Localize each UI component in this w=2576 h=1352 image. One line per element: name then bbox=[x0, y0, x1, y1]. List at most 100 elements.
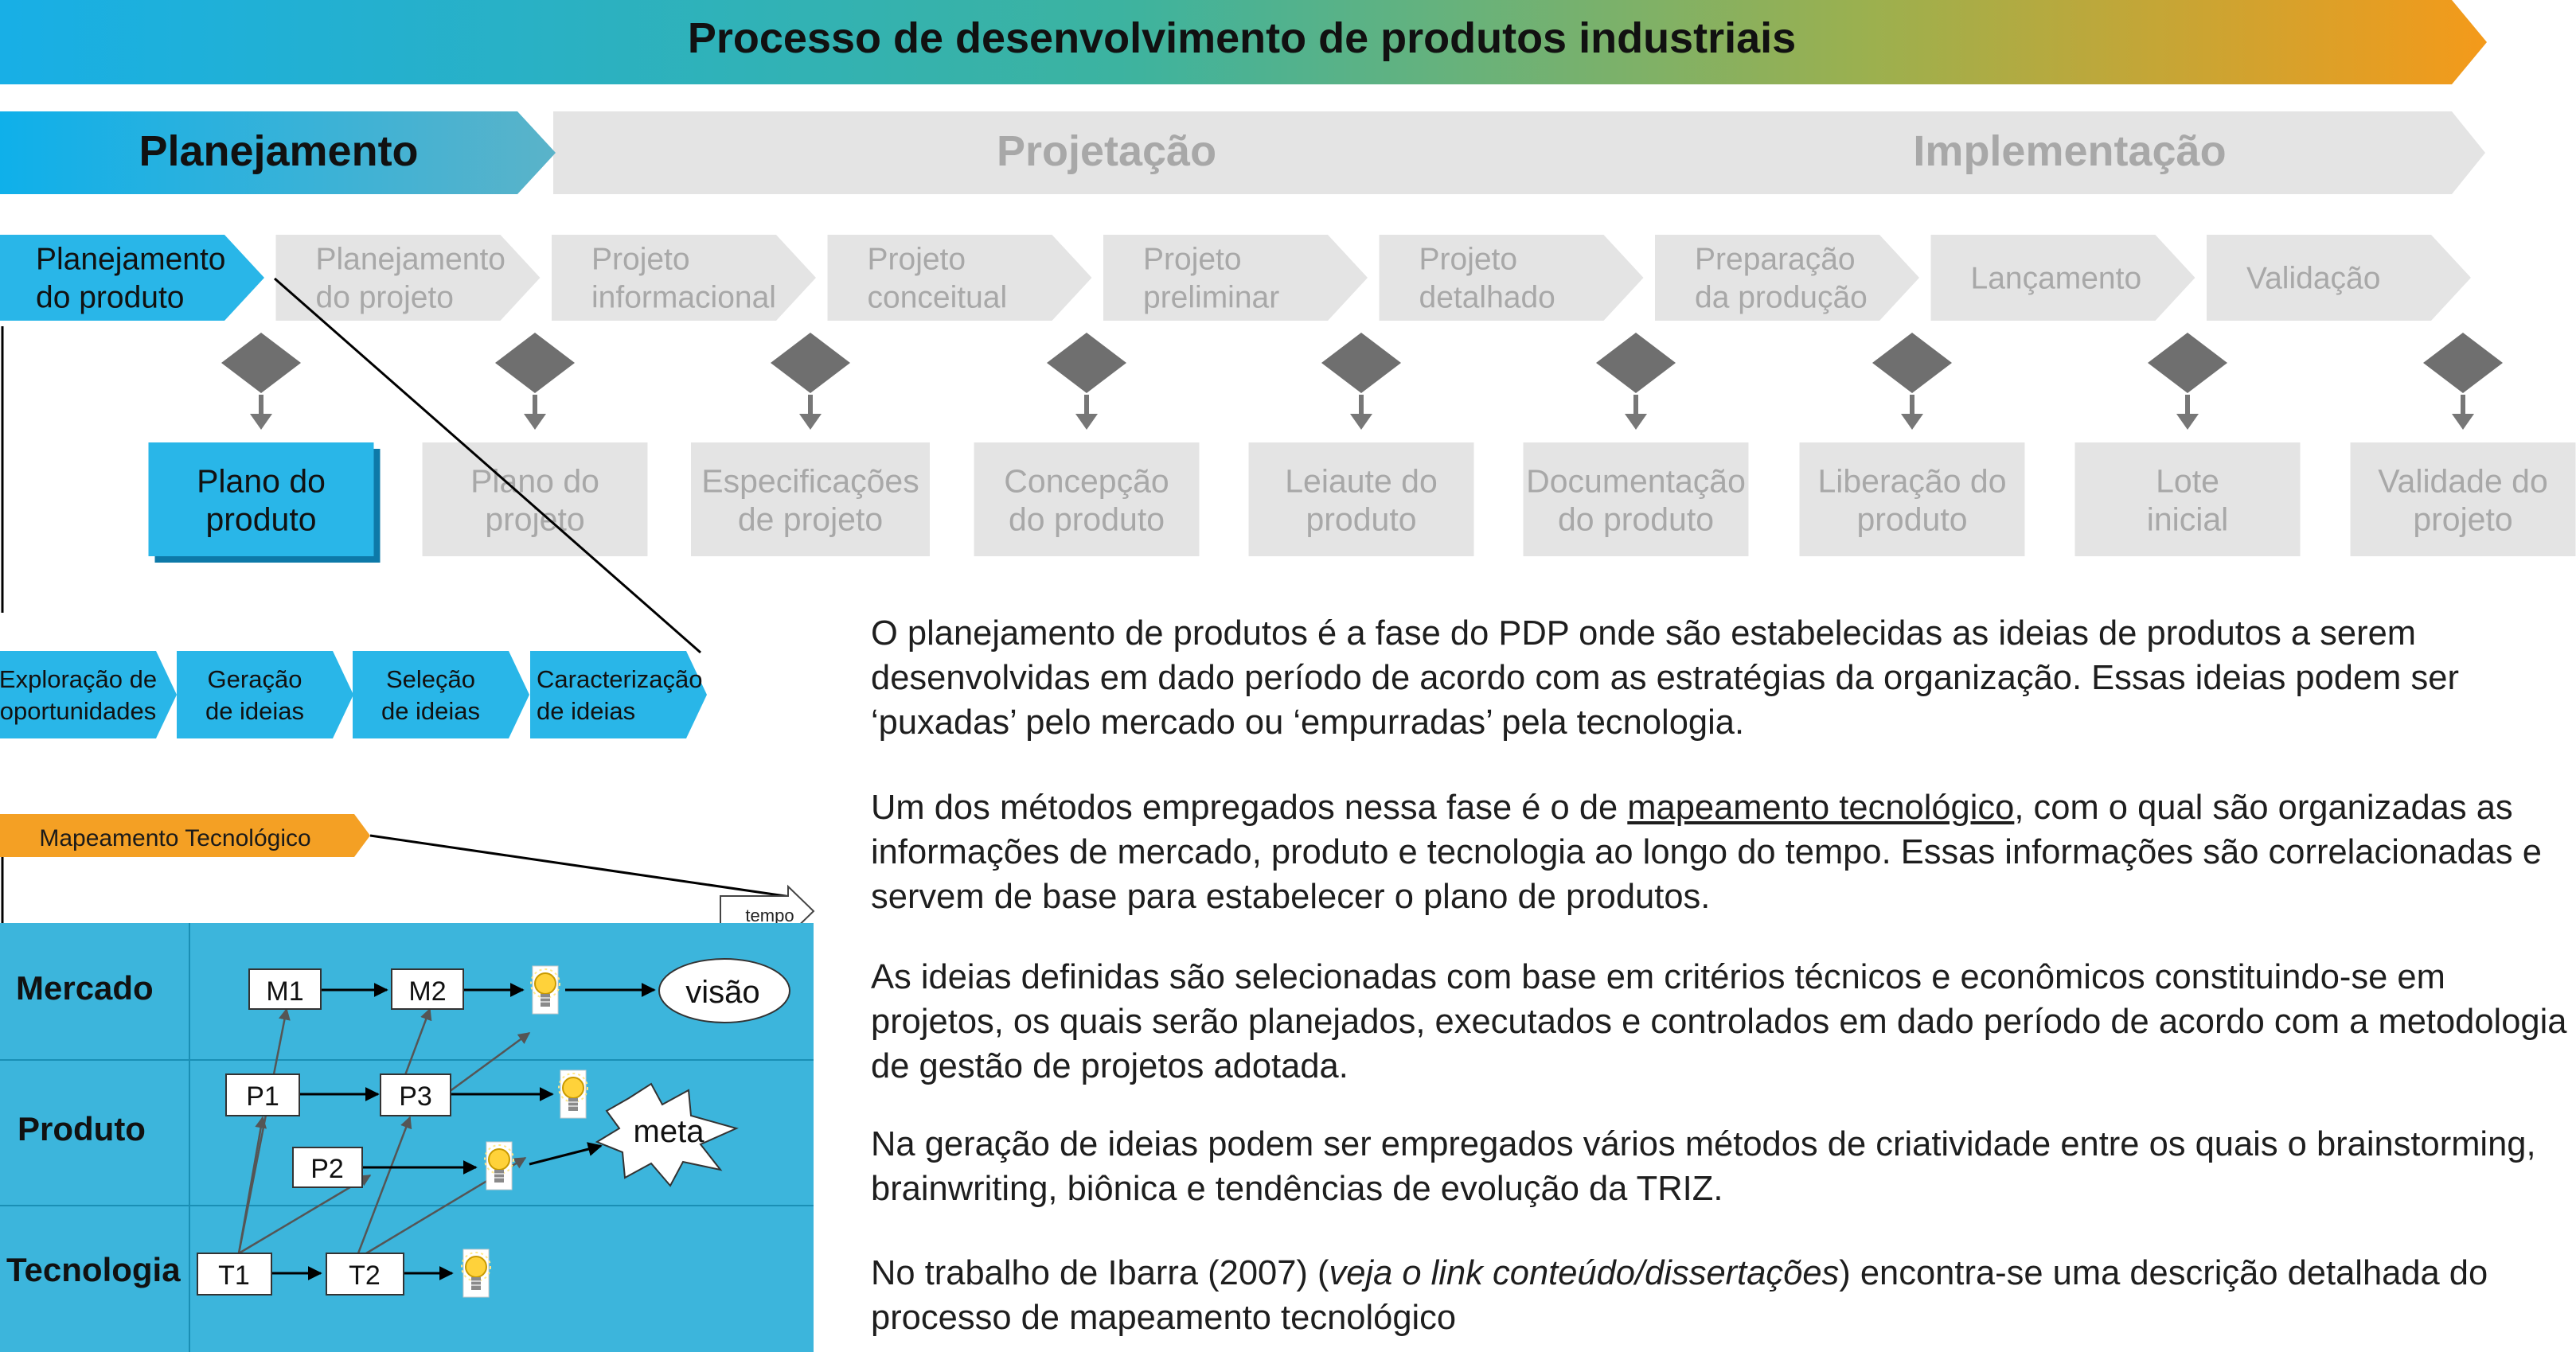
goal-star bbox=[595, 1082, 739, 1187]
label-line: Preparação bbox=[1695, 243, 1856, 277]
vision-label: visão bbox=[685, 975, 759, 1010]
node-m2: M2 bbox=[391, 968, 464, 1010]
label-line: conceitual bbox=[868, 281, 1008, 315]
svg-text:T2: T2 bbox=[349, 1260, 381, 1291]
output-box bbox=[2074, 442, 2301, 556]
label-line: oportunidades bbox=[0, 697, 156, 725]
label-line: Validação bbox=[2246, 262, 2380, 296]
down-arrow-head bbox=[2176, 414, 2199, 430]
paragraph-5-b: ) encontra-se uma descrição detalhada do… bbox=[871, 1254, 2488, 1337]
label-line: Projeto bbox=[591, 243, 690, 277]
label-line: Projeto bbox=[868, 243, 966, 277]
decision-diamond bbox=[2423, 333, 2503, 393]
phase-7: Preparação da produção bbox=[1655, 235, 1919, 321]
phase-chevron bbox=[1379, 235, 1644, 321]
node-t2: T2 bbox=[326, 1253, 404, 1296]
label-line: Geração bbox=[208, 665, 302, 693]
label-line: Especificações bbox=[701, 462, 919, 499]
phase-chevron bbox=[1655, 235, 1919, 321]
output-box bbox=[1248, 442, 1474, 556]
paragraph-2: Um dos métodos empregados nessa fase é o… bbox=[871, 785, 2574, 919]
paragraph-3: As ideias definidas são selecionadas com… bbox=[871, 958, 2567, 1085]
phase-chevron bbox=[827, 235, 1092, 321]
phase-chevron bbox=[275, 235, 541, 321]
macro-phase-projetacao bbox=[553, 111, 1688, 194]
roadmap-row-mercado: Mercado bbox=[16, 969, 154, 1007]
sub-step-chevron bbox=[177, 651, 353, 738]
decision-diamond bbox=[495, 333, 575, 393]
decision-diamond bbox=[1047, 333, 1126, 393]
label-line: da produção bbox=[1695, 281, 1868, 315]
phase-chevron bbox=[1103, 235, 1368, 321]
phase-4: Projeto conceitual bbox=[827, 235, 1092, 321]
label-line: inicial bbox=[2147, 501, 2229, 537]
decision-diamond bbox=[2148, 333, 2227, 393]
title-banner bbox=[0, 0, 2487, 84]
goal-label: meta bbox=[634, 1114, 705, 1149]
output-box bbox=[1799, 442, 2025, 556]
node-m1: M1 bbox=[248, 968, 322, 1010]
label-line: produto bbox=[1856, 501, 1967, 537]
label-line: de ideias bbox=[537, 697, 635, 725]
label-line: Seleção bbox=[386, 665, 475, 693]
svg-text:M1: M1 bbox=[266, 976, 303, 1007]
output-box bbox=[148, 442, 374, 556]
decision-diamond bbox=[771, 333, 850, 393]
lightbulb-icon bbox=[461, 1249, 491, 1298]
label-line: Validade do bbox=[2378, 462, 2548, 499]
label-line: Concepção bbox=[1004, 462, 1169, 499]
phase-chevron bbox=[0, 235, 264, 321]
label-line: Exploração de bbox=[0, 665, 157, 693]
dissertacoes-link-hint: veja o link conteúdo/dissertações bbox=[1329, 1254, 1840, 1292]
label-line: Leiaute do bbox=[1285, 462, 1438, 499]
output-box bbox=[974, 442, 1200, 556]
down-arrow-head bbox=[799, 414, 822, 430]
node-p1: P1 bbox=[225, 1073, 300, 1116]
decision-diamond bbox=[1872, 333, 1952, 393]
label-line: informacional bbox=[591, 281, 776, 315]
label-line: de ideias bbox=[205, 697, 304, 725]
label-line: Documentação bbox=[1526, 462, 1746, 499]
lightbulb-icon bbox=[484, 1141, 514, 1190]
svg-text:P2: P2 bbox=[310, 1154, 344, 1184]
decision-diamond bbox=[1321, 333, 1401, 393]
phase-9: Validação bbox=[2207, 235, 2471, 321]
label-line: Planejamento bbox=[316, 243, 506, 277]
output-box bbox=[691, 442, 930, 556]
down-arrow-head bbox=[250, 414, 272, 430]
zoom-line-roadmap bbox=[369, 834, 797, 899]
decision-diamond bbox=[221, 333, 301, 393]
label-line: do produto bbox=[1009, 501, 1165, 537]
macro-phase-label-implementacao: Implementação bbox=[1913, 127, 2226, 175]
macro-phase-implementacao bbox=[1654, 111, 2485, 194]
down-arrow-head bbox=[1901, 414, 1923, 430]
label-line: Planejamento bbox=[36, 243, 226, 277]
macro-phase-label-projetacao: Projetação bbox=[997, 127, 1216, 175]
label-line: produto bbox=[205, 501, 316, 537]
lightbulb-icon bbox=[530, 965, 560, 1015]
paragraph-2-a: Um dos métodos empregados nessa fase é o… bbox=[871, 789, 1628, 827]
paragraph-5: No trabalho de Ibarra (2007) (veja o lin… bbox=[871, 1251, 2574, 1340]
decision-diamond bbox=[1596, 333, 1676, 393]
phase-3: Projeto informacional bbox=[552, 235, 816, 321]
label-line: do produto bbox=[36, 281, 185, 315]
roadmap-row-produto: Produto bbox=[18, 1110, 146, 1147]
node-t1: T1 bbox=[197, 1253, 272, 1296]
mapeamento-link[interactable]: mapeamento tecnológico bbox=[1627, 789, 2015, 827]
phase-chevron bbox=[2207, 235, 2471, 321]
macro-phase-planejamento bbox=[0, 111, 556, 194]
